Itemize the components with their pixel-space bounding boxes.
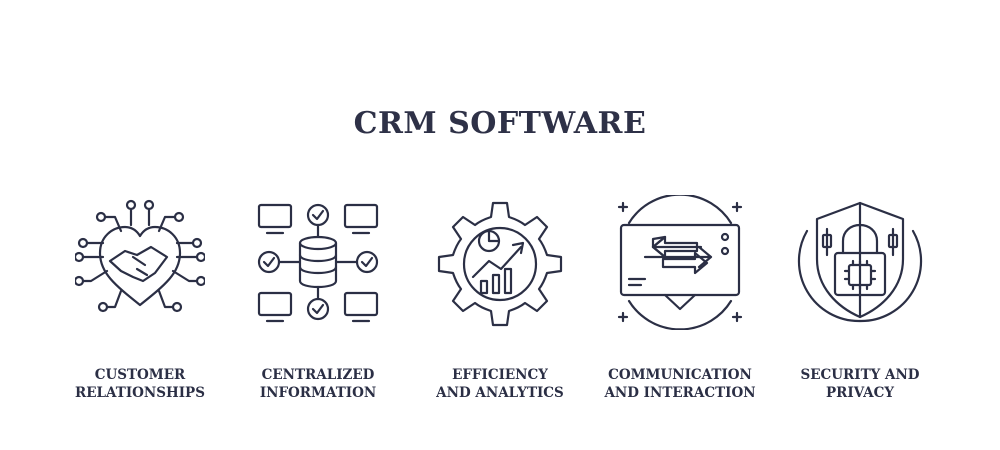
item-label-line2: RELATIONSHIPS (75, 385, 205, 401)
item-label-line2: AND INTERACTION (604, 385, 756, 401)
item-label-line1: SECURITY AND (800, 367, 920, 383)
handshake-heart-circuit-icon (75, 195, 205, 330)
item-label-efficiency-analytics: EFFICIENCY AND ANALYTICS (405, 366, 595, 402)
screen-arrows-exchange-icon (615, 195, 745, 330)
page-title: CRM SOFTWARE (353, 106, 647, 142)
item-label-customer-relationships: CUSTOMER RELATIONSHIPS (45, 366, 235, 402)
item-label-line1: CUSTOMER (94, 367, 186, 383)
item-label-line2: INFORMATION (259, 385, 377, 401)
item-label-security-privacy: SECURITY AND PRIVACY (765, 366, 955, 402)
database-network-icon (253, 195, 383, 330)
item-label-line1: CENTRALIZED (261, 367, 375, 383)
item-label-line2: AND ANALYTICS (436, 385, 564, 401)
item-label-line1: COMMUNICATION (608, 367, 752, 383)
item-label-line1: EFFICIENCY (452, 367, 548, 383)
item-label-communication-interaction: COMMUNICATION AND INTERACTION (585, 366, 775, 402)
gear-analytics-icon (435, 195, 565, 330)
item-label-line2: PRIVACY (826, 385, 894, 401)
shield-padlock-chip-icon (795, 195, 925, 330)
item-label-centralized-information: CENTRALIZED INFORMATION (223, 366, 413, 402)
